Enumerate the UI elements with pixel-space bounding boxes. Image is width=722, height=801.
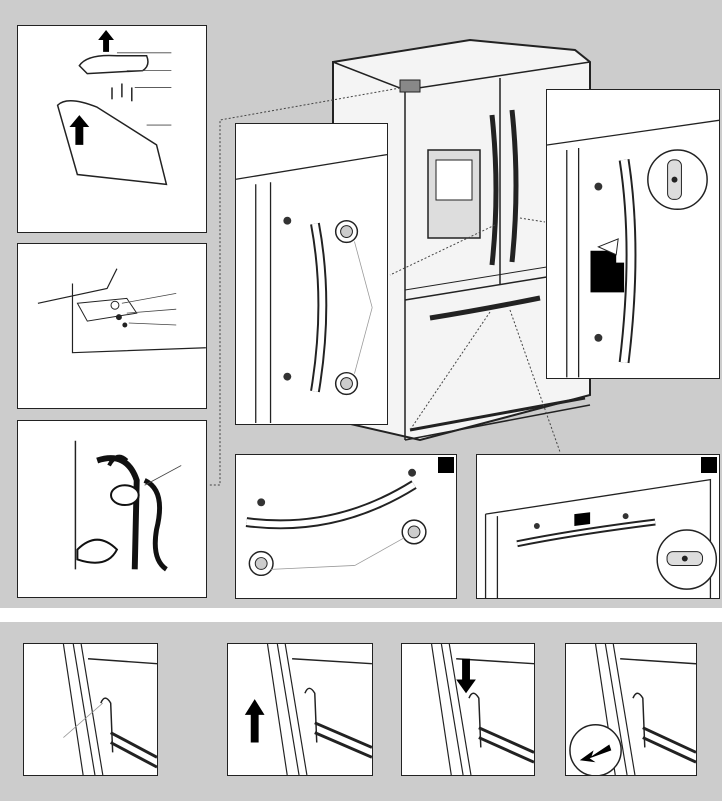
hinge-removal-detail	[17, 25, 207, 233]
freezer-handle-icon	[245, 468, 427, 577]
drawer-rail-step-4	[565, 643, 697, 776]
drawer-rail-step-1	[23, 643, 158, 776]
freezer-setscrew-icon	[484, 478, 718, 598]
freezer-handle-detail	[235, 454, 457, 599]
step-badge	[701, 457, 717, 473]
water-line-disconnect-icon	[74, 440, 182, 572]
handle-setscrew-icon	[236, 153, 387, 424]
drawer-rail-icon	[62, 644, 157, 775]
hinge-screws-detail	[17, 243, 207, 409]
fridge-handle-setscrew-inset	[546, 89, 720, 379]
setscrew-loosen-icon	[547, 119, 719, 378]
freezer-handle-setscrew-inset	[476, 454, 720, 599]
drawer-rail-step-3	[401, 643, 535, 776]
hinge-cover-arrow-icon	[56, 30, 172, 186]
lift-up-arrow-icon	[244, 644, 372, 775]
fridge-handle-detail	[235, 123, 388, 425]
section-separator	[0, 608, 722, 622]
push-down-arrow-icon	[430, 644, 534, 775]
hinge-screws-icon	[37, 268, 206, 354]
drawer-rail-step-2	[227, 643, 373, 776]
step-badge	[438, 457, 454, 473]
water-line-detail	[17, 420, 207, 598]
pull-out-arrow-icon	[569, 644, 696, 775]
